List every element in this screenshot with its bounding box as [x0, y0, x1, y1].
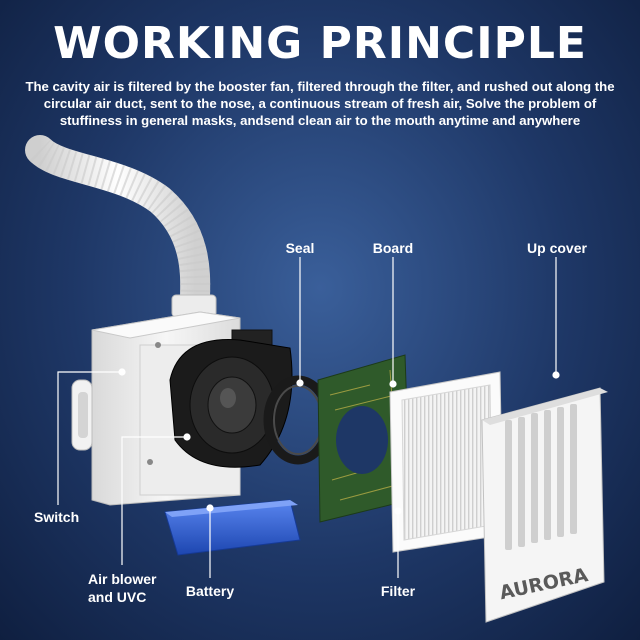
label-switch: Switch — [34, 509, 80, 525]
page-title: WORKING PRINCIPLE — [53, 18, 587, 69]
label-seal: Seal — [285, 240, 315, 256]
label-filter: Filter — [380, 583, 416, 599]
label-board: Board — [372, 240, 414, 256]
description-text: The cavity air is filtered by the booste… — [25, 79, 615, 128]
battery — [164, 499, 301, 556]
label-battery: Battery — [185, 583, 235, 599]
label-up-cover: Up cover — [527, 240, 587, 256]
air-tube — [25, 135, 217, 318]
air-blower — [169, 329, 293, 468]
callout-lines — [57, 257, 560, 578]
up-cover: AURORA — [481, 387, 608, 623]
air-filter — [389, 371, 504, 553]
label-air-blower: Air blower and UVC — [88, 571, 157, 605]
